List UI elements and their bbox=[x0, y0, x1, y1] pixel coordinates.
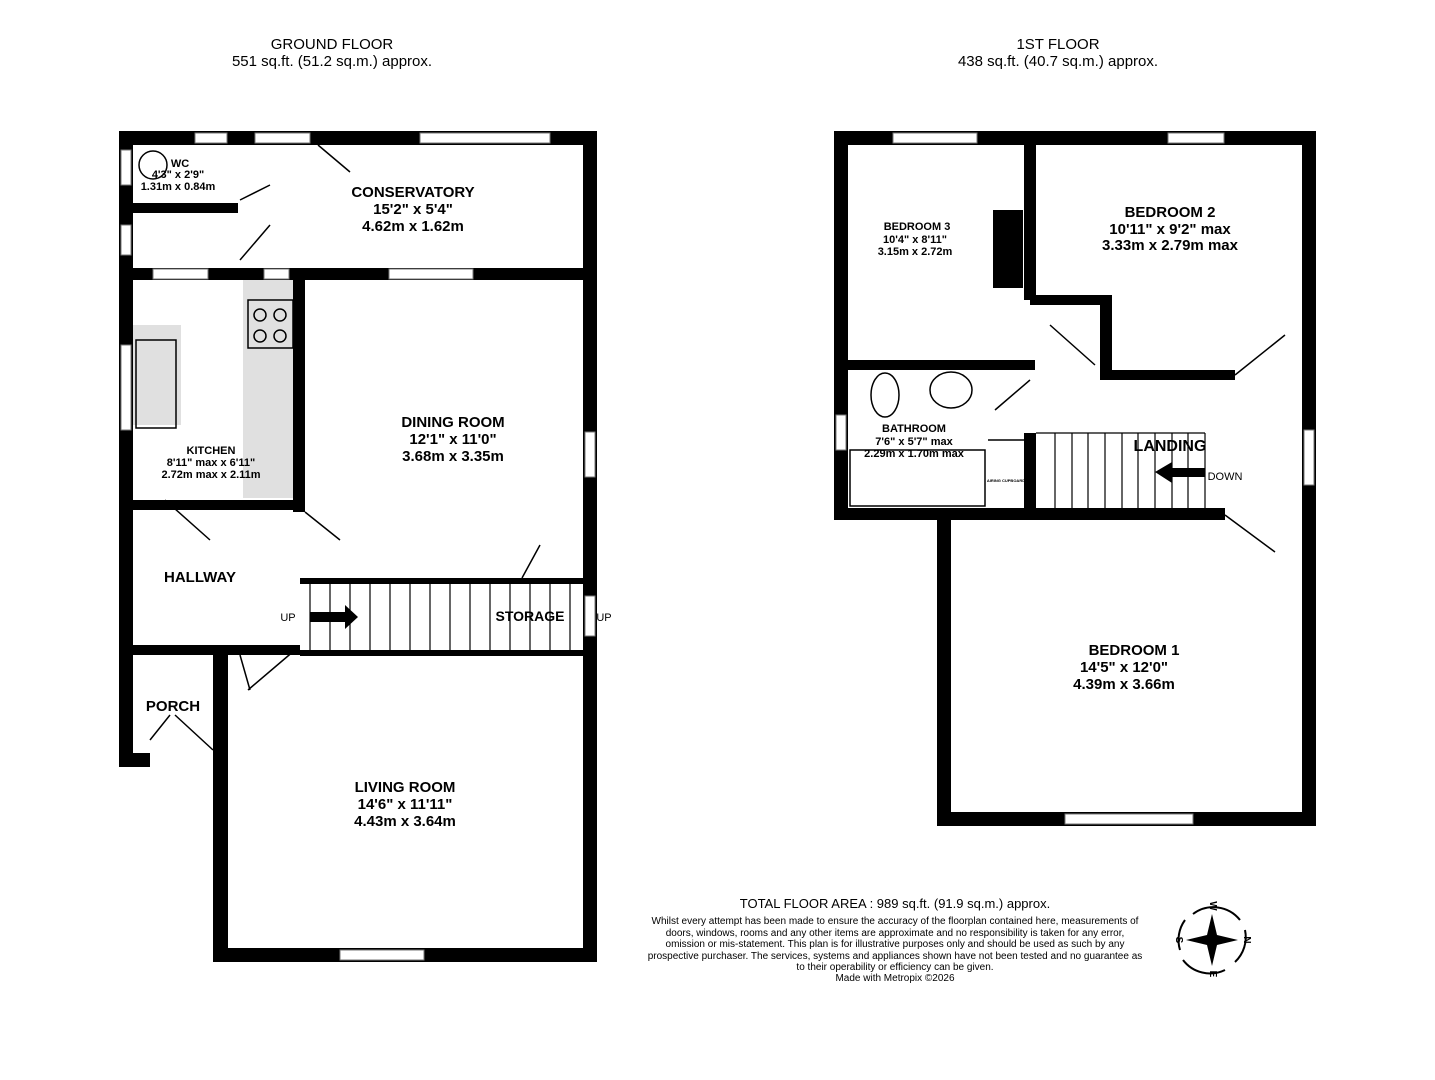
room-labels: WC 4'3" x 2'9" 1.31m x 0.84m CONSERVATOR… bbox=[141, 158, 1243, 830]
svg-text:3.68m x 3.35m: 3.68m x 3.35m bbox=[402, 448, 504, 465]
svg-text:STORAGE: STORAGE bbox=[496, 608, 565, 624]
total-floor-area: TOTAL FLOOR AREA : 989 sq.ft. (91.9 sq.m… bbox=[739, 896, 1051, 911]
svg-text:CONSERVATORY: CONSERVATORY bbox=[351, 184, 474, 201]
svg-text:8'11" max x 6'11": 8'11" max x 6'11" bbox=[167, 457, 255, 469]
svg-text:10'4" x 8'11": 10'4" x 8'11" bbox=[883, 234, 947, 246]
svg-text:PORCH: PORCH bbox=[146, 698, 200, 715]
svg-text:4.43m x 3.64m: 4.43m x 3.64m bbox=[354, 813, 456, 830]
ground-floor-title: GROUND FLOOR bbox=[270, 36, 394, 53]
svg-text:UP: UP bbox=[280, 612, 295, 624]
svg-text:14'6" x 11'11": 14'6" x 11'11" bbox=[358, 796, 453, 813]
svg-text:HALLWAY: HALLWAY bbox=[164, 569, 236, 586]
svg-text:7'6" x 5'7" max: 7'6" x 5'7" max bbox=[875, 436, 953, 448]
kitchen-units bbox=[133, 280, 293, 498]
ground-floor-doors bbox=[149, 144, 541, 751]
svg-text:BATHROOM: BATHROOM bbox=[882, 423, 946, 435]
compass-icon: W N E S bbox=[1173, 901, 1252, 977]
up-arrow-icon bbox=[310, 605, 358, 629]
svg-text:W: W bbox=[1207, 901, 1218, 911]
svg-text:N: N bbox=[1241, 936, 1252, 943]
ground-stairs bbox=[309, 584, 571, 650]
svg-text:DOWN: DOWN bbox=[1208, 471, 1243, 483]
svg-text:S: S bbox=[1173, 937, 1184, 944]
first-floor-area: 438 sq.ft. (40.7 sq.m.) approx. bbox=[957, 53, 1159, 70]
ground-floor-header: GROUND FLOOR 551 sq.ft. (51.2 sq.m.) app… bbox=[182, 36, 482, 70]
svg-text:10'11" x 9'2" max: 10'11" x 9'2" max bbox=[1109, 221, 1231, 238]
ground-floor-walls bbox=[119, 131, 597, 962]
svg-text:2.72m max x 2.11m: 2.72m max x 2.11m bbox=[161, 469, 260, 481]
svg-text:BEDROOM 2: BEDROOM 2 bbox=[1125, 204, 1216, 221]
svg-text:UP: UP bbox=[596, 612, 611, 624]
made-with: Made with Metropix ©2026 bbox=[835, 973, 955, 984]
svg-text:3.33m x 2.79m max: 3.33m x 2.79m max bbox=[1102, 237, 1239, 254]
svg-text:DINING ROOM: DINING ROOM bbox=[401, 414, 504, 431]
svg-text:E: E bbox=[1207, 971, 1218, 978]
first-floor-doors bbox=[849, 324, 1286, 553]
svg-text:15'2" x 5'4": 15'2" x 5'4" bbox=[373, 201, 453, 218]
svg-text:LIVING ROOM: LIVING ROOM bbox=[355, 779, 456, 796]
svg-text:AIRING CUPBOARD: AIRING CUPBOARD bbox=[987, 478, 1025, 483]
svg-text:1.31m x 0.84m: 1.31m x 0.84m bbox=[141, 181, 216, 193]
svg-text:KITCHEN: KITCHEN bbox=[187, 445, 236, 457]
svg-text:4'3" x 2'9": 4'3" x 2'9" bbox=[152, 169, 204, 181]
svg-text:WC: WC bbox=[171, 158, 189, 170]
svg-text:LANDING: LANDING bbox=[1134, 438, 1207, 455]
down-arrow-icon bbox=[1155, 462, 1205, 483]
ground-floor-windows bbox=[120, 132, 596, 961]
svg-text:4.39m x 3.66m: 4.39m x 3.66m bbox=[1073, 676, 1175, 693]
svg-text:12'1" x 11'0": 12'1" x 11'0" bbox=[409, 431, 496, 448]
svg-text:14'5" x 12'0": 14'5" x 12'0" bbox=[1080, 659, 1168, 676]
first-floor-title: 1ST FLOOR bbox=[1016, 36, 1100, 53]
disclaimer: Whilst every attempt has been made to en… bbox=[647, 916, 1143, 973]
kitchen-appliances bbox=[135, 150, 294, 429]
first-floor-header: 1ST FLOOR 438 sq.ft. (40.7 sq.m.) approx… bbox=[908, 36, 1208, 70]
svg-text:3.15m x 2.72m: 3.15m x 2.72m bbox=[878, 246, 953, 258]
svg-text:4.62m x 1.62m: 4.62m x 1.62m bbox=[362, 218, 464, 235]
svg-text:2.29m x 1.70m max: 2.29m x 1.70m max bbox=[864, 448, 965, 460]
svg-text:BEDROOM 1: BEDROOM 1 bbox=[1089, 642, 1180, 659]
ground-floor-area: 551 sq.ft. (51.2 sq.m.) approx. bbox=[231, 53, 433, 70]
svg-text:BEDROOM 3: BEDROOM 3 bbox=[884, 221, 951, 233]
first-floor-windows bbox=[835, 132, 1315, 825]
